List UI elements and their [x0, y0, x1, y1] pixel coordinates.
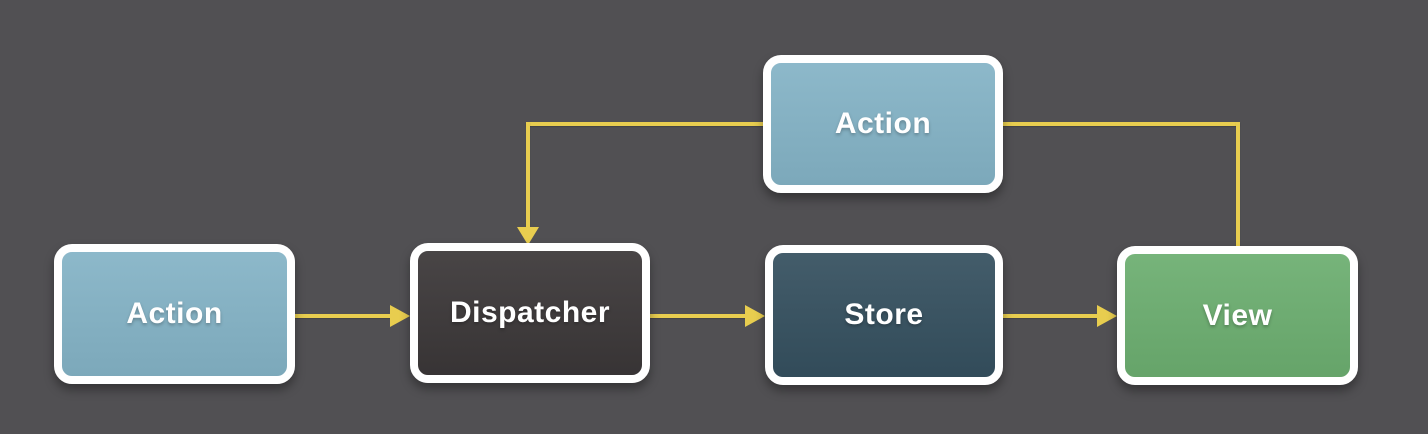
node-view-label: View [1202, 298, 1273, 332]
node-view: View [1117, 246, 1358, 385]
node-dispatcher-label: Dispatcher [449, 296, 611, 329]
node-store: Store [765, 245, 1003, 385]
arrowhead-into-view-icon [1097, 305, 1117, 327]
node-action-top: Action [763, 55, 1003, 193]
connector-actiontop-right-horizontal [1002, 122, 1240, 126]
node-store-label: Store [844, 298, 924, 331]
connector-view-to-actiontop-vertical [1236, 122, 1240, 248]
connector-actiontop-to-dispatcher-vertical [526, 122, 530, 228]
arrowhead-into-store-icon [745, 305, 765, 327]
connector-actiontop-left-horizontal [526, 122, 763, 126]
node-dispatcher: Dispatcher [410, 243, 650, 383]
node-action-top-label: Action [834, 107, 932, 140]
node-action-label: Action [126, 297, 223, 330]
node-action: Action [54, 244, 295, 384]
connector-store-to-view [1003, 314, 1098, 318]
connector-dispatcher-to-store [650, 314, 746, 318]
arrowhead-into-dispatcher-icon [390, 305, 410, 327]
arrowhead-into-dispatcher-top-icon [517, 227, 539, 245]
connector-action-to-dispatcher [295, 314, 391, 318]
